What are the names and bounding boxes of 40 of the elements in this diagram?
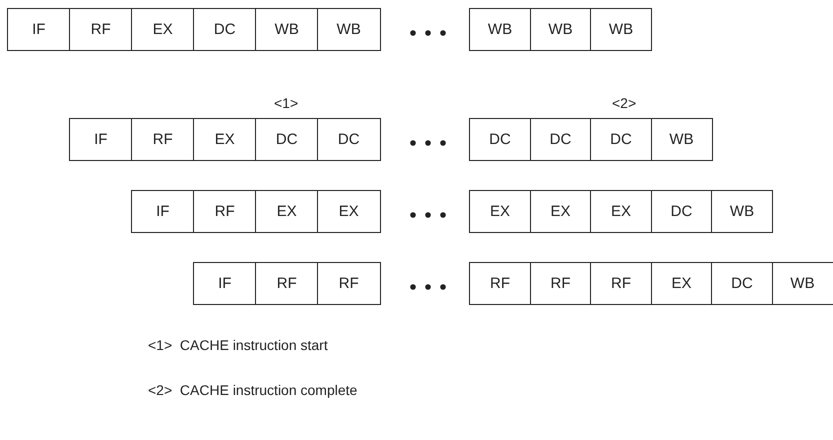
pipeline-stage-cell: DC	[193, 8, 256, 51]
pipeline-stage-cell: DC	[530, 118, 592, 161]
pipeline-stage-cell: WB	[711, 190, 773, 233]
pipeline-stage-cell: RF	[469, 262, 531, 305]
pipeline-stage-cell: DC	[711, 262, 773, 305]
pipeline-stage-cell: IF	[7, 8, 70, 51]
pipeline-stage-cell: WB	[469, 8, 531, 51]
pipeline-stage-cell: EX	[530, 190, 592, 233]
pipeline-stage-cell: RF	[530, 262, 592, 305]
pipeline-stage-cell: RF	[131, 118, 194, 161]
pipeline-stage-cell: DC	[255, 118, 318, 161]
pipeline-stage-cell: EX	[193, 118, 256, 161]
pipeline-stage-cell: WB	[772, 262, 833, 305]
pipeline-stage-cell: DC	[469, 118, 531, 161]
pipeline-stage-cell: WB	[317, 8, 380, 51]
marker-label: <2>	[612, 95, 636, 111]
pipeline-stage-cell: IF	[69, 118, 132, 161]
pipeline-stage-cell: EX	[650, 262, 712, 305]
pipeline-stage-cell: EX	[255, 190, 318, 233]
pipeline-stage-cell: IF	[193, 262, 256, 305]
pipeline-stage-cell: RF	[193, 190, 256, 233]
pipeline-stage-cell: WB	[650, 118, 712, 161]
pipeline-stage-cell: WB	[255, 8, 318, 51]
pipeline-stage-cell: IF	[131, 190, 194, 233]
pipeline-stage-cell: WB	[590, 8, 652, 51]
pipeline-stage-cell: DC	[650, 190, 712, 233]
pipeline-stage-cell: EX	[131, 8, 194, 51]
pipeline-stage-cell: RF	[590, 262, 652, 305]
pipeline-stage-cell: WB	[530, 8, 592, 51]
note-text: <2> CACHE instruction complete	[148, 382, 358, 398]
pipeline-stage-cell: DC	[590, 118, 652, 161]
pipeline-stage-cell: EX	[469, 190, 531, 233]
pipeline-stage-cell: DC	[317, 118, 380, 161]
marker-label: <1>	[274, 95, 298, 111]
pipeline-stage-cell: EX	[590, 190, 652, 233]
pipeline-stage-cell: RF	[69, 8, 132, 51]
pipeline-stage-cell: EX	[317, 190, 380, 233]
pipeline-stage-cell: RF	[255, 262, 318, 305]
note-text: <1> CACHE instruction start	[148, 337, 328, 353]
pipeline-stage-cell: RF	[317, 262, 380, 305]
